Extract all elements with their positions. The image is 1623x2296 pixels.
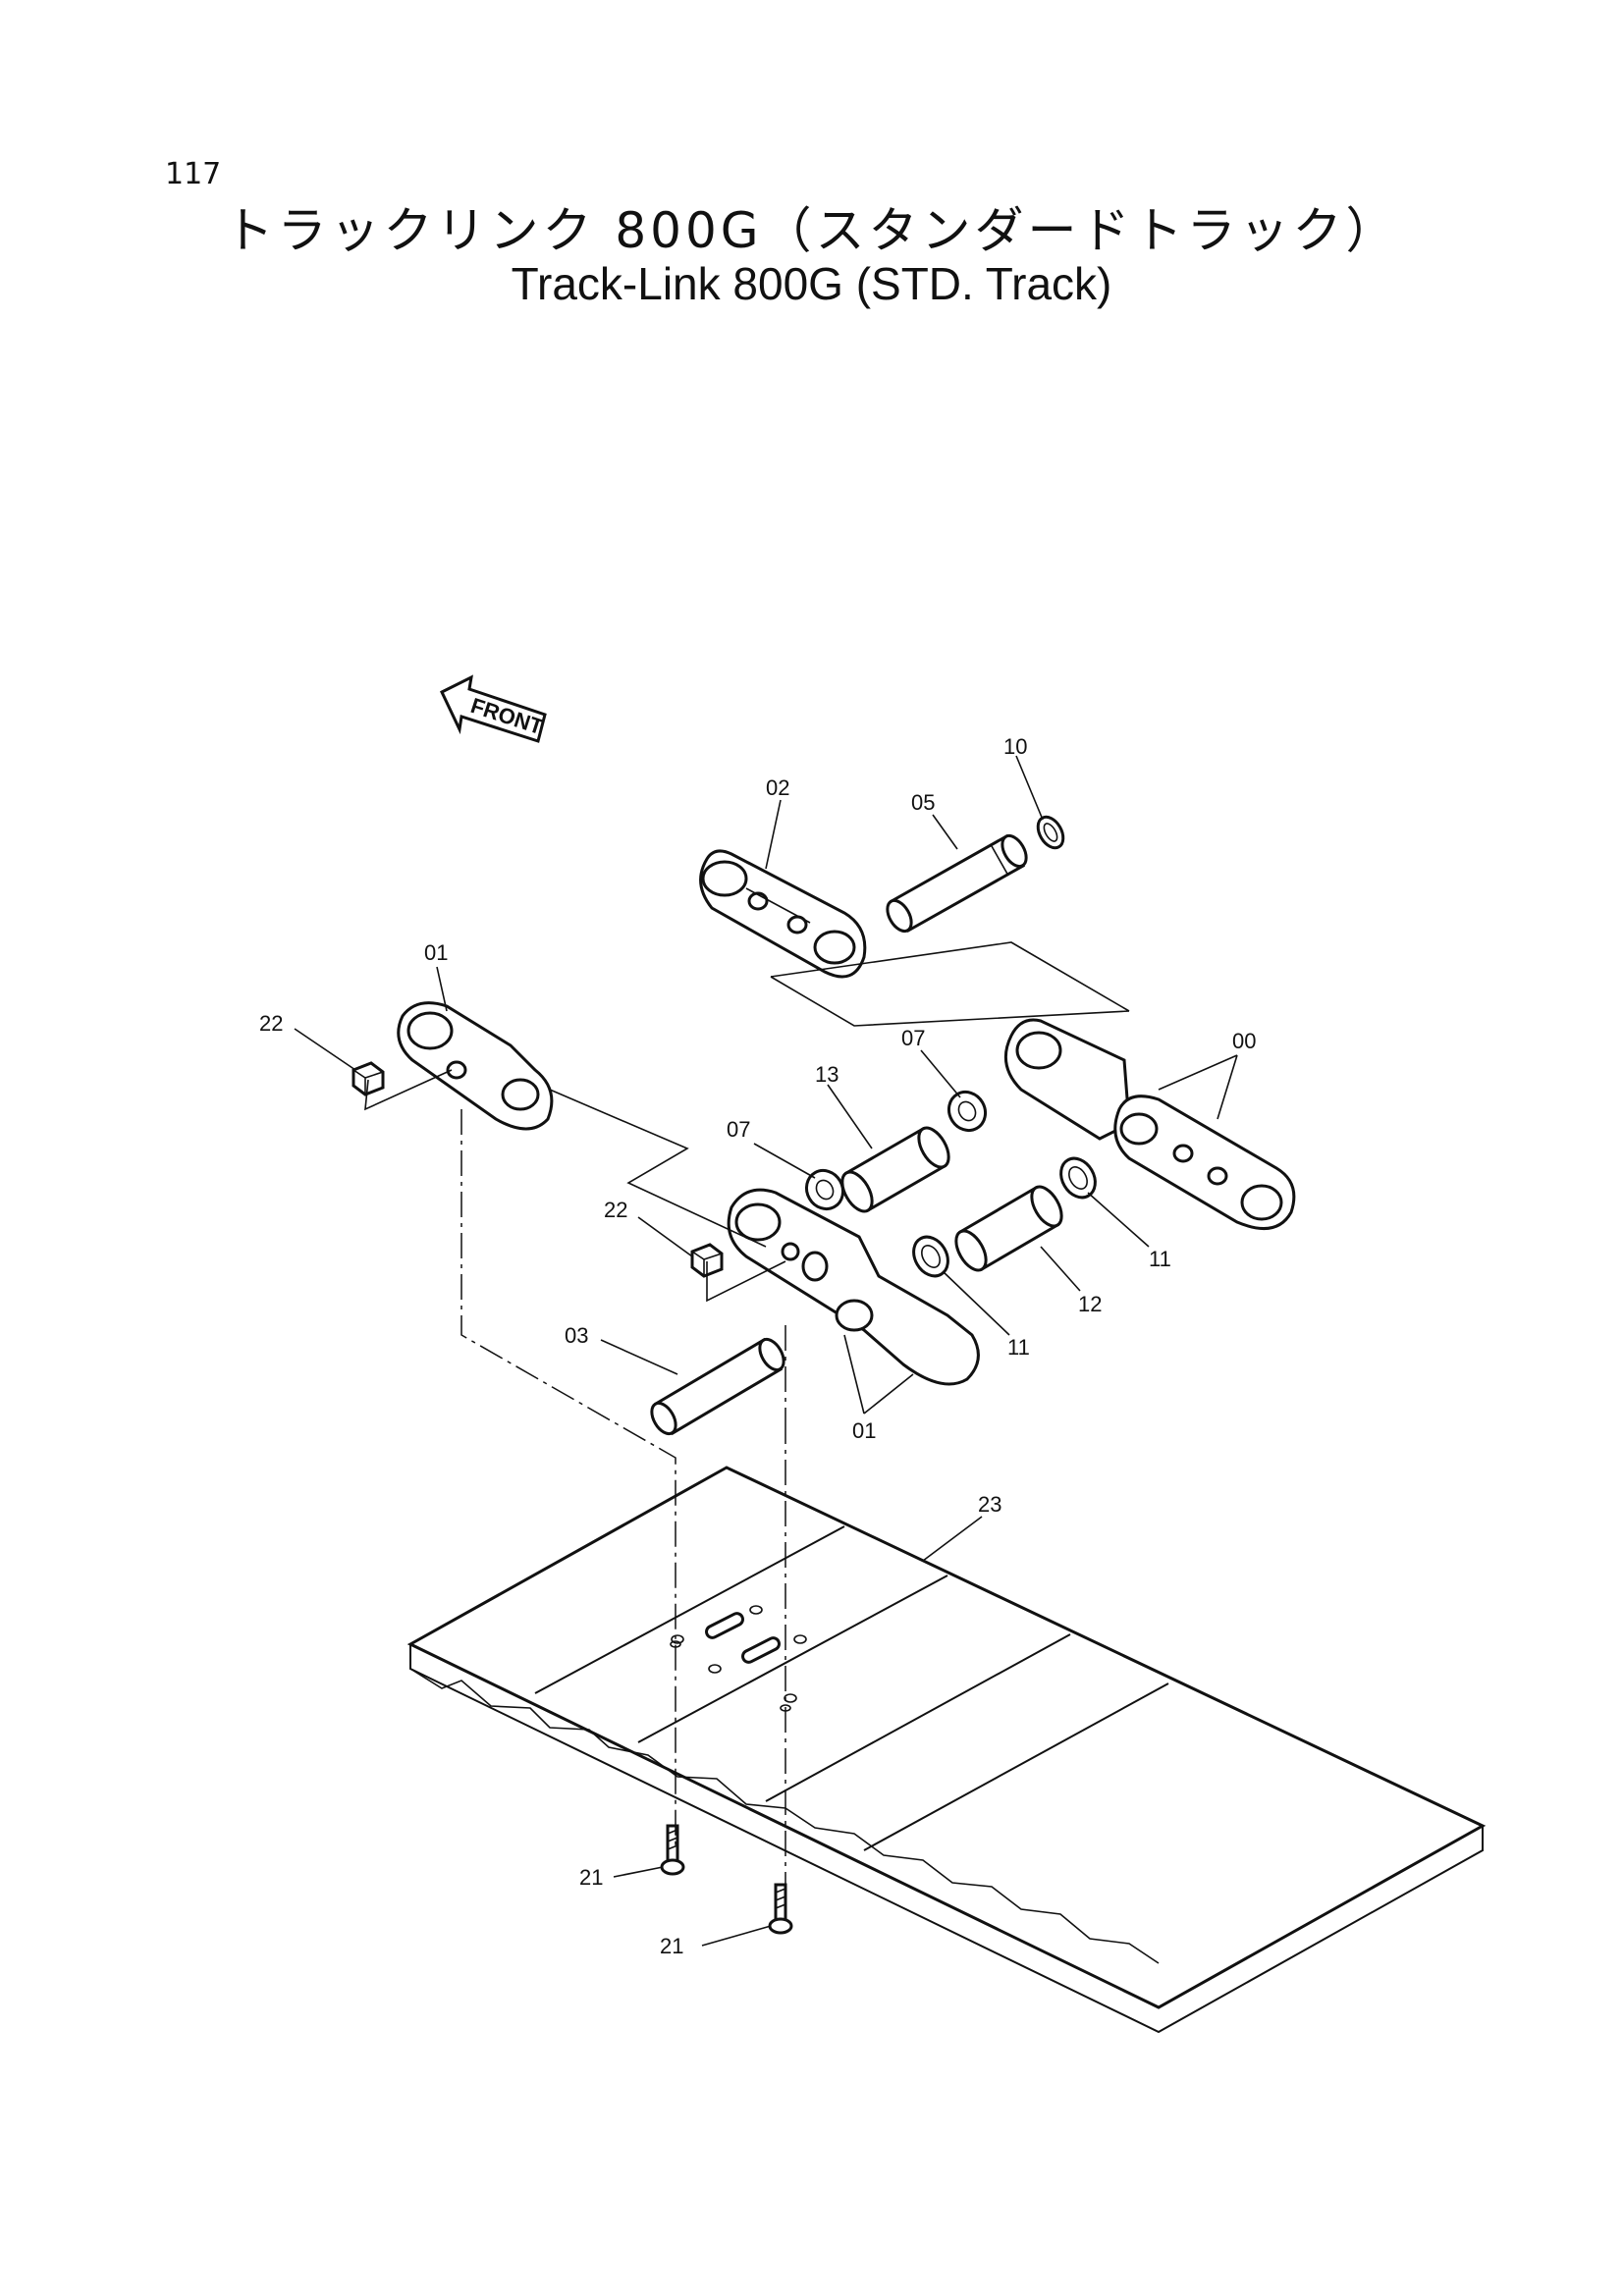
part-02-master-link [699, 849, 867, 979]
callout-12: 12 [1078, 1292, 1102, 1316]
assembly-lines [364, 941, 1130, 1909]
part-23-track-shoe [406, 1466, 1487, 2034]
callout-05: 05 [911, 790, 935, 815]
callout-02: 02 [766, 775, 789, 800]
part-07-seal-lower [804, 1168, 845, 1211]
callout-21-left: 21 [579, 1865, 603, 1890]
part-00-link-assembly [1003, 1018, 1296, 1230]
part-01-link-left [397, 1001, 554, 1131]
part-01-link-center [727, 1188, 980, 1386]
part-12-bushing [954, 1185, 1063, 1272]
part-21-bolt-left [660, 1824, 685, 1876]
callout-11-left: 11 [1007, 1335, 1030, 1360]
title-japanese: トラックリンク 800G（スタンダードトラック） [224, 202, 1399, 259]
callout-10: 10 [1003, 734, 1027, 759]
front-arrow-icon: FRONT [440, 674, 547, 743]
callout-00: 00 [1232, 1029, 1256, 1053]
part-22-nut-lower [690, 1243, 724, 1278]
callout-22-upper: 22 [259, 1011, 283, 1036]
callout-13: 13 [815, 1062, 839, 1087]
callout-23: 23 [978, 1492, 1001, 1517]
callout-07-upper: 07 [901, 1026, 925, 1050]
part-07-seal-upper [947, 1090, 988, 1133]
part-03-pin [650, 1337, 785, 1436]
callout-01-upper: 01 [424, 940, 448, 965]
part-11-seal-left [912, 1235, 949, 1278]
callout-01-lower: 01 [852, 1418, 876, 1443]
part-10-ring [1036, 815, 1065, 850]
callout-21-right: 21 [660, 1934, 683, 1958]
leader-lines [294, 755, 1238, 1947]
part-13-bushing [840, 1126, 950, 1213]
callout-03: 03 [565, 1323, 588, 1348]
callout-labels: 02 05 10 01 22 07 00 13 07 22 11 12 11 0… [259, 734, 1256, 1958]
part-05-pin [886, 833, 1028, 934]
part-21-bolt-right [768, 1883, 793, 1935]
part-11-seal-right [1059, 1156, 1097, 1200]
part-22-nut-upper [352, 1061, 385, 1096]
title-english: Track-Link 800G (STD. Track) [511, 258, 1112, 309]
callout-07-lower: 07 [727, 1117, 750, 1142]
callout-22-lower: 22 [604, 1198, 627, 1222]
callout-11-right: 11 [1149, 1247, 1171, 1271]
page-number: 117 [165, 157, 222, 191]
